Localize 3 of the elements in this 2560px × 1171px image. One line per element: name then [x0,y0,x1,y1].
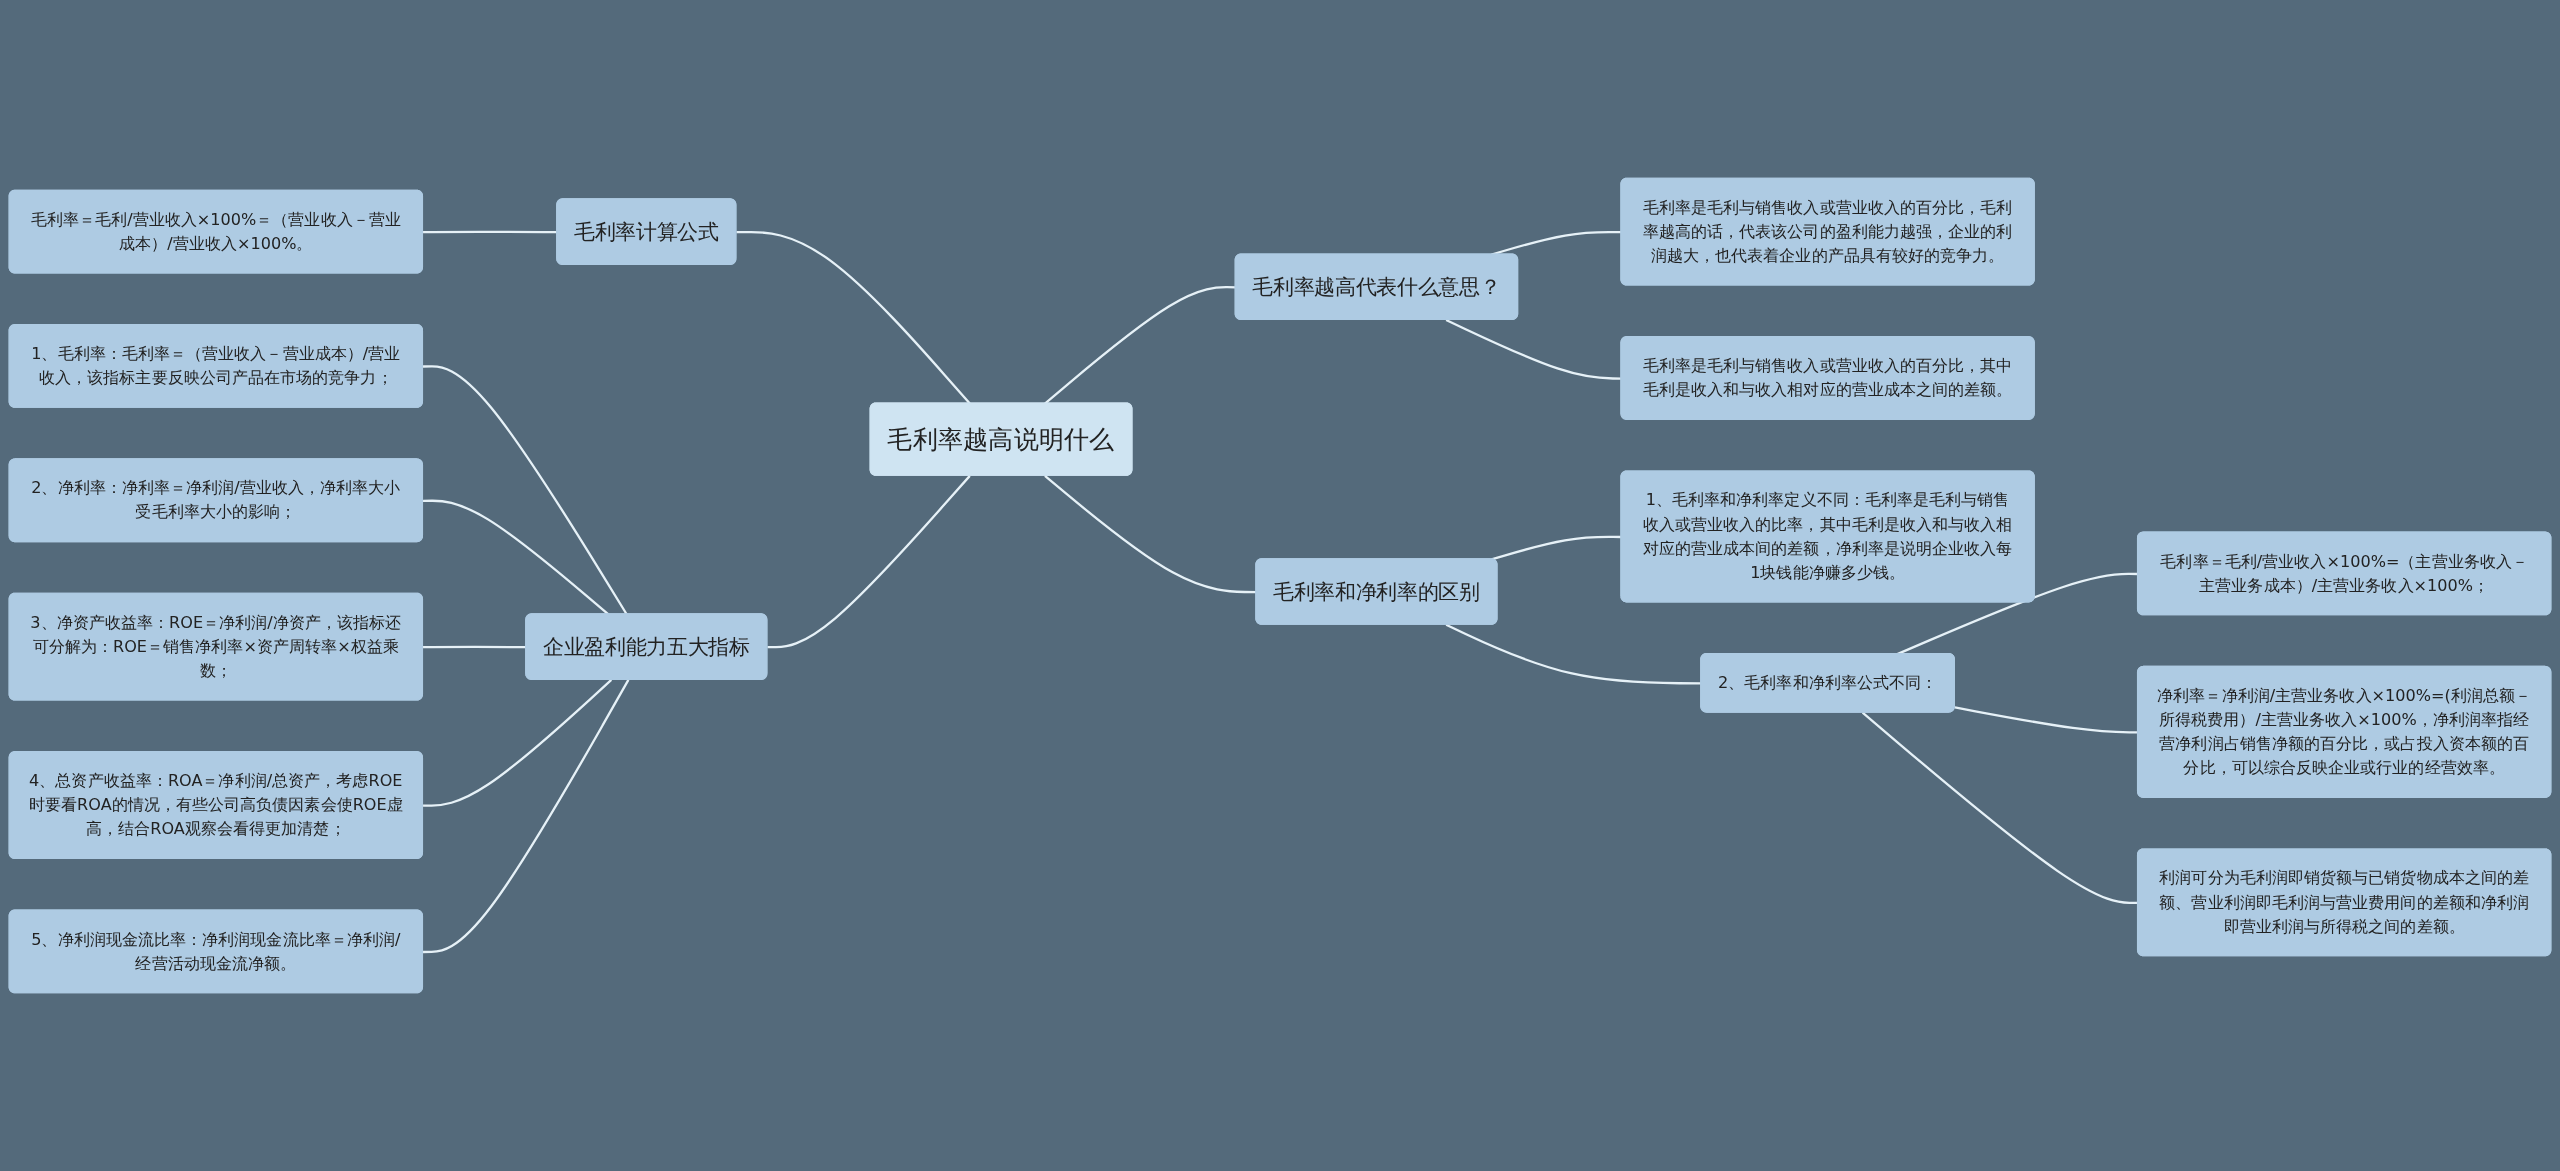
connector [767,475,971,649]
connector [423,679,630,954]
connector [423,679,613,807]
